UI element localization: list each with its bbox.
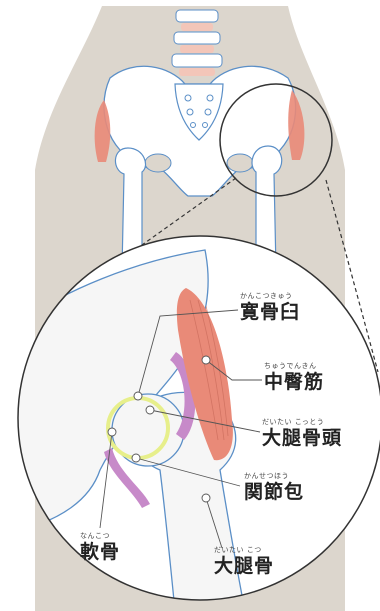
text-cartilage: 軟骨	[80, 541, 120, 563]
obturator-left	[145, 154, 171, 172]
text-acetabulum: 寛骨臼	[240, 301, 300, 323]
label-cartilage: なんこつ 軟骨	[80, 532, 120, 563]
obturator-right	[227, 154, 253, 172]
reading-femoral-head: だいたい こっとう	[262, 418, 342, 427]
reading-acetabulum: かんこつきゅう	[240, 292, 300, 301]
text-joint-capsule: 関節包	[244, 481, 304, 503]
label-femur: だいたい こつ 大腿骨	[214, 546, 274, 577]
label-acetabulum: かんこつきゅう 寛骨臼	[240, 292, 300, 323]
spine	[172, 10, 222, 76]
reading-joint-capsule: かんせつほう	[244, 472, 304, 481]
text-gluteus-medius: 中臀筋	[264, 371, 324, 393]
label-femoral-head: だいたい こっとう 大腿骨頭	[262, 418, 342, 449]
text-femoral-head: 大腿骨頭	[262, 427, 342, 449]
text-femur: 大腿骨	[214, 555, 274, 577]
reading-cartilage: なんこつ	[80, 532, 120, 541]
reading-gluteus-medius: ちゅうでんきん	[264, 362, 324, 371]
label-gluteus-medius: ちゅうでんきん 中臀筋	[264, 362, 324, 393]
reading-femur: だいたい こつ	[214, 546, 274, 555]
label-joint-capsule: かんせつほう 関節包	[244, 472, 304, 503]
